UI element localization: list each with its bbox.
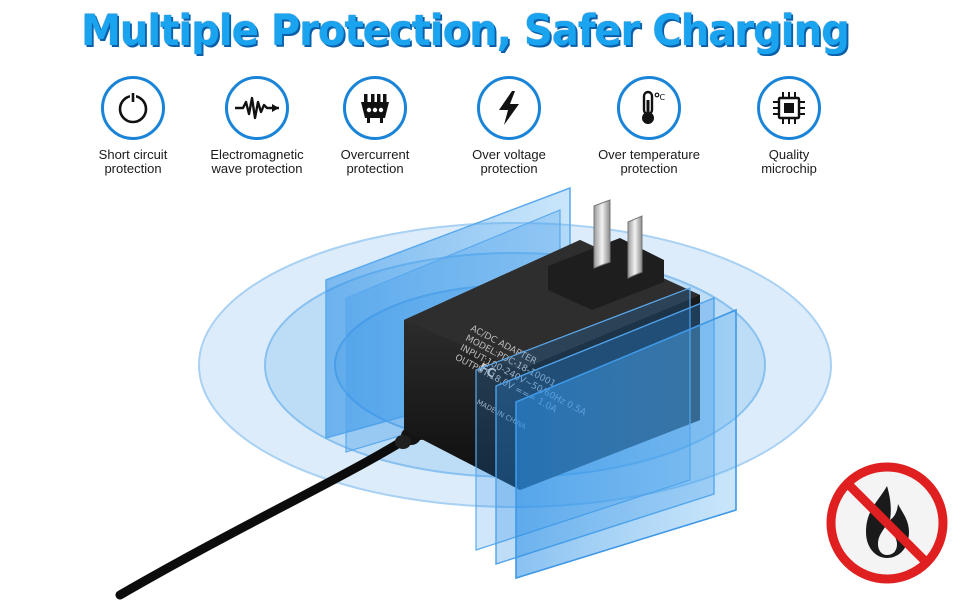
- feature-short-circuit: Short circuit protection: [58, 76, 208, 176]
- wave-icon: [225, 76, 289, 140]
- feature-over-temperature: C Over temperature protection: [574, 76, 724, 176]
- feature-label: Overcurrent protection: [340, 147, 410, 176]
- feature-electromagnetic: Electromagnetic wave protection: [182, 76, 332, 176]
- headline: Multiple Protection, Safer Charging: [81, 6, 850, 56]
- power-cable: [115, 425, 425, 600]
- feature-label: Quality microchip: [761, 147, 817, 176]
- power-icon: [101, 76, 165, 140]
- lightning-icon: [477, 76, 541, 140]
- thermometer-icon: C: [617, 76, 681, 140]
- feature-microchip: Quality microchip: [714, 76, 864, 176]
- feature-row: Short circuit protection Electromagnetic…: [0, 76, 970, 186]
- current-icon: [343, 76, 407, 140]
- feature-label: Short circuit protection: [98, 147, 168, 176]
- feature-overcurrent: Overcurrent protection: [300, 76, 450, 176]
- no-fire-icon: [826, 462, 948, 584]
- adapter-scene: AC/DC ADAPTER MODEL:PDC-18-10001 INPUT:1…: [115, 186, 832, 600]
- feature-over-voltage: Over voltage protection: [434, 76, 584, 176]
- feature-label: Over temperature protection: [598, 147, 700, 176]
- feature-label: Over voltage protection: [472, 147, 546, 176]
- svg-text:C: C: [660, 93, 666, 102]
- shield-panels-front: [475, 287, 737, 580]
- feature-label: Electromagnetic wave protection: [210, 147, 304, 176]
- chip-icon: [757, 76, 821, 140]
